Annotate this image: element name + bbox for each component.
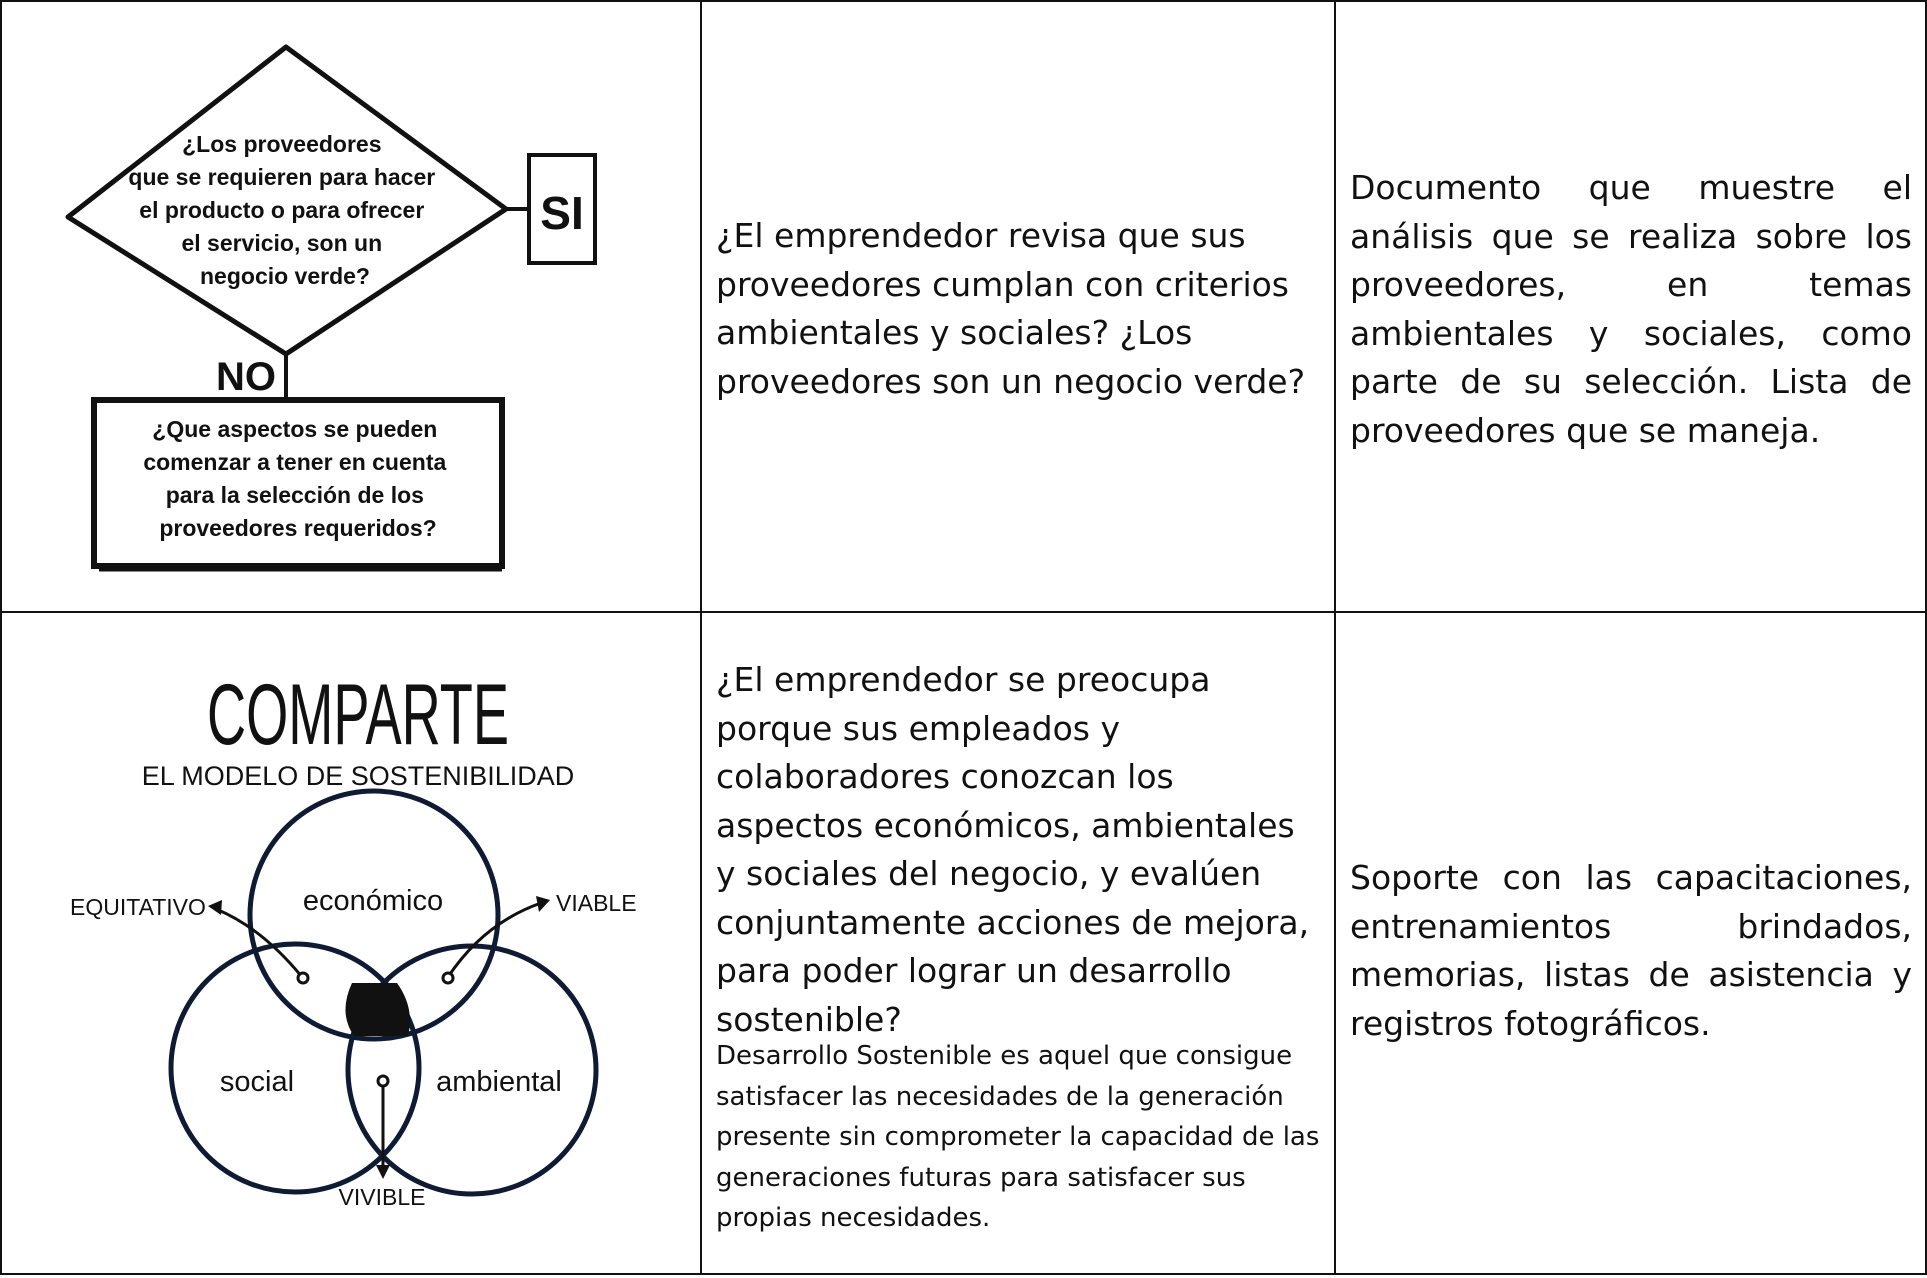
- definition-note: Desarrollo Sostenible es aquel que consi…: [716, 1041, 1320, 1233]
- box-line: proveedores requeridos?: [159, 515, 436, 541]
- arrow-equitativo: [215, 907, 304, 978]
- diamond-line: el servicio, son un: [181, 230, 382, 256]
- question-text: ¿El emprendedor se preocupa porque sus e…: [716, 660, 1310, 1039]
- model-title: COMPARTE: [207, 667, 509, 763]
- yes-box: [527, 153, 597, 265]
- arrow-origin: [441, 971, 455, 985]
- arrow-head: [208, 900, 222, 915]
- evidence-text: Soporte con las capacitaciones, entrenam…: [1350, 858, 1912, 1043]
- sustainability-model-cell: COMPARTE EL MODELO DE SOSTENIBILIDAD eco…: [2, 613, 700, 1273]
- column-divider: [1334, 0, 1336, 1275]
- box-line: comenzar a tener en cuenta: [143, 449, 446, 475]
- arrow-head: [536, 896, 550, 912]
- box-line: ¿Que aspectos se pueden: [152, 416, 437, 442]
- circle-label: social: [220, 1066, 294, 1098]
- arrow-label-viable: VIABLE: [556, 890, 637, 916]
- arrow-viable: [446, 901, 542, 978]
- sustainability-venn-diagram: COMPARTE EL MODELO DE SOSTENIBILIDAD eco…: [70, 667, 637, 1210]
- diamond-line: el producto o para ofrecer: [139, 197, 424, 223]
- diamond-question: ¿Los proveedores que se requieren para h…: [128, 131, 441, 289]
- sustainability-intersection: [345, 983, 410, 1036]
- diamond-line: negocio verde?: [200, 263, 370, 289]
- arrow-origin: [376, 1074, 390, 1088]
- diamond-line: ¿Los proveedores: [182, 131, 381, 157]
- model-subtitle: EL MODELO DE SOSTENIBILIDAD: [142, 761, 575, 791]
- column-divider: [700, 0, 702, 1275]
- no-label: NO: [216, 355, 276, 399]
- flowchart-cell: SI NO ¿Los proveedores que se requieren …: [2, 2, 700, 611]
- circle-economico: [247, 788, 501, 1042]
- flowchart-diagram: SI NO ¿Los proveedores que se requieren …: [65, 44, 597, 572]
- evidence-text: Documento que muestre el análisis que se…: [1350, 168, 1912, 450]
- circle-label: económico: [303, 885, 443, 917]
- arrow-label-equitativo: EQUITATIVO: [70, 894, 206, 920]
- arrow-head: [376, 1165, 390, 1179]
- circle-social: [168, 941, 422, 1195]
- arrow-origin: [296, 971, 310, 985]
- diamond-line: que se requieren para hacer: [128, 164, 435, 190]
- arrow-label-vivible: VIVIBLE: [339, 1184, 426, 1210]
- circle-label: ambiental: [436, 1066, 562, 1098]
- yes-label: SI: [540, 187, 583, 239]
- box-line: para la selección de los: [166, 482, 424, 508]
- question-text: ¿El emprendedor revisa que sus proveedor…: [716, 216, 1306, 401]
- action-box-question: ¿Que aspectos se pueden comenzar a tener…: [143, 416, 452, 541]
- row-divider: [0, 611, 1927, 613]
